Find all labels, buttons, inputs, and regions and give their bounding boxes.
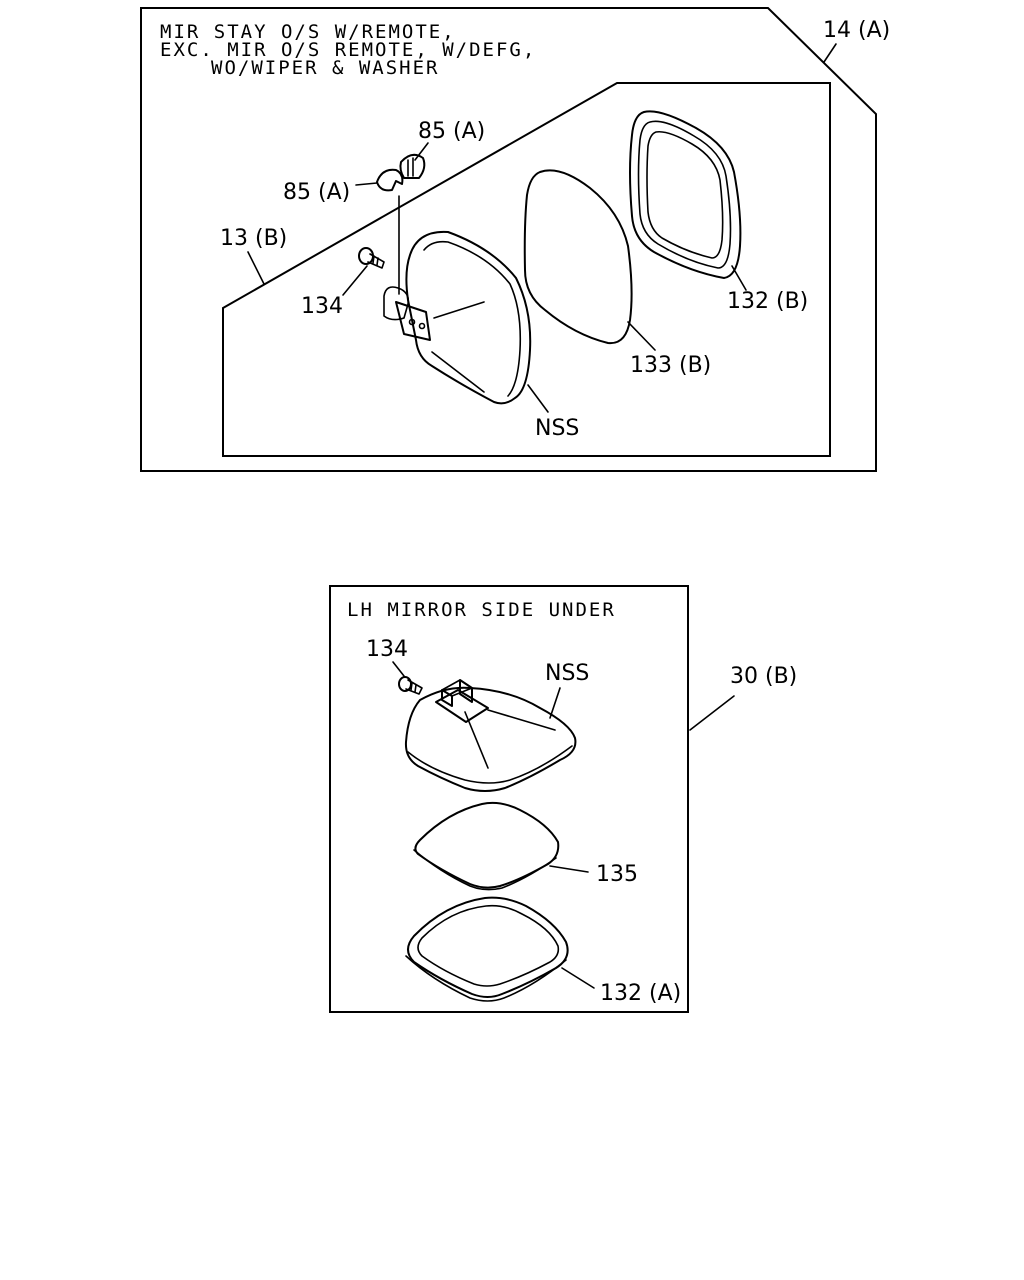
mirror-housing-top	[383, 230, 532, 405]
bottom-frame	[329, 585, 689, 1013]
leader-glass-135	[549, 865, 589, 873]
top-note-line-1: MIR STAY O/S W/REMOTE,	[160, 21, 456, 43]
screw-part-top	[358, 247, 385, 269]
leader-frame-132b	[731, 265, 747, 291]
leader-cap-85a-top	[414, 142, 429, 161]
label-cap-85a-left: 85 (A)	[283, 180, 350, 205]
label-assembly-30b: 30 (B)	[730, 664, 797, 689]
leader-frame-132a	[561, 967, 595, 989]
label-frame-132b: 132 (B)	[727, 289, 808, 314]
mirror-frame-bottom	[405, 896, 569, 1002]
label-housing-nss-top: NSS	[535, 416, 579, 441]
screw-part-bottom	[398, 676, 423, 695]
leader-glass-133b	[627, 321, 656, 351]
label-glass-135: 135	[596, 862, 638, 887]
mirror-housing-bottom	[404, 679, 577, 792]
label-glass-133b: 133 (B)	[630, 353, 711, 378]
bottom-panel: LH MIRROR SIDE UNDER 30 (B) 134 NSS	[329, 585, 797, 1013]
label-sub-assembly-13b: 13 (B)	[220, 226, 287, 251]
cap-part-left	[376, 168, 404, 192]
label-frame-132a: 132 (A)	[600, 981, 681, 1006]
leader-housing-nss-bottom	[549, 687, 561, 719]
leader-assembly-30b	[689, 695, 735, 731]
top-note-line-2: EXC. MIR O/S REMOTE, W/DEFG,	[160, 39, 536, 61]
leader-assembly-14a	[823, 43, 837, 63]
label-screw-134-top: 134	[301, 294, 343, 319]
leader-screw-134-bottom	[392, 661, 405, 677]
mirror-frame-top	[629, 110, 742, 279]
mirror-glass-top	[523, 169, 633, 345]
mirror-glass-bottom	[413, 801, 560, 891]
leader-housing-nss-top	[527, 384, 549, 413]
top-panel: MIR STAY O/S W/REMOTE, EXC. MIR O/S REMO…	[140, 7, 890, 472]
top-inner-frame	[222, 82, 831, 457]
label-screw-134-bottom: 134	[366, 637, 408, 662]
leader-cap-85a-left	[355, 182, 378, 186]
bottom-note: LH MIRROR SIDE UNDER	[347, 599, 616, 621]
label-assembly-14a: 14 (A)	[823, 18, 890, 43]
cap-part-top	[399, 153, 426, 179]
leader-screw-134-top	[342, 265, 368, 296]
top-outer-frame	[140, 7, 877, 472]
label-cap-85a-top: 85 (A)	[418, 119, 485, 144]
leader-sub-assembly-13b	[247, 251, 265, 285]
label-housing-nss-bottom: NSS	[545, 661, 589, 686]
top-note-line-3: WO/WIPER & WASHER	[211, 57, 439, 79]
